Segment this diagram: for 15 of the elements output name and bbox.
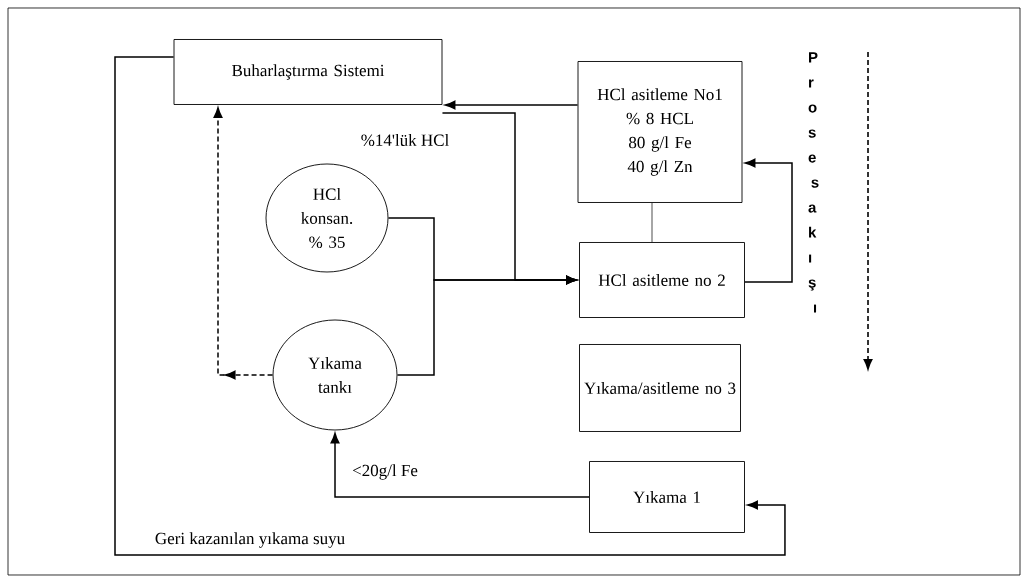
edge-label: <20g/l Fe [351,463,419,481]
arrow [330,432,590,498]
arrow [744,158,793,283]
arrow [114,56,786,556]
process-box: HCl asitleme no 2 [579,242,745,318]
process-box: Yıkama 1 [589,461,745,533]
process-box: Buharlaştırma Sistemi [173,39,443,105]
edge-label: Geri kazanılan yıkama suyu [153,531,347,549]
arrow [444,100,579,110]
vertical-label: Proses akışı [808,52,819,313]
edge-label: %14'lük HCl [359,133,451,147]
arrow [396,275,577,376]
process-box: HCl asitleme No1 % 8 HCL 80 g/l Fe 40 g/l Zn [577,61,743,203]
process-box: Yıkama/asitleme no 3 [579,344,741,432]
arrow [213,107,274,380]
